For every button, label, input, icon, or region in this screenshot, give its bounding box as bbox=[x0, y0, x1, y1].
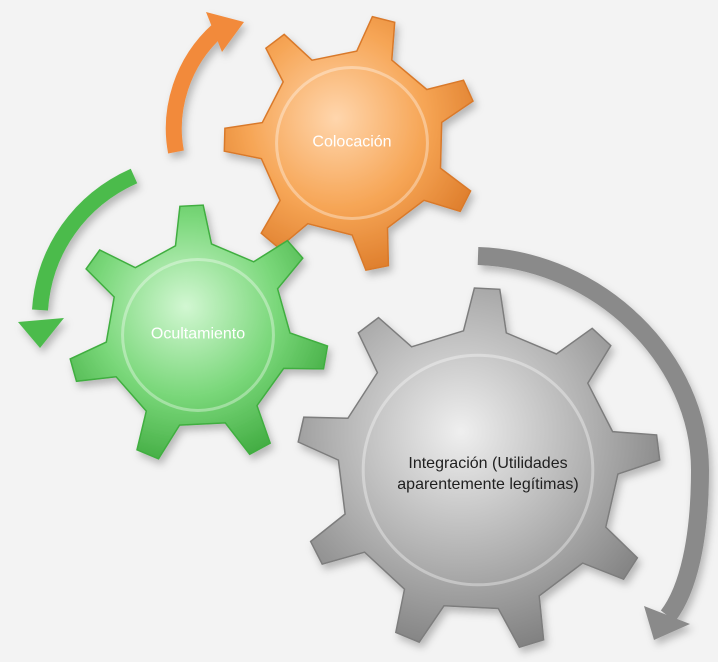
gear-orange-body bbox=[223, 15, 474, 272]
gear-gray-body bbox=[297, 287, 661, 649]
gear-ocultamiento bbox=[69, 204, 329, 460]
gear-label-ocultamiento: Ocultamiento bbox=[150, 325, 246, 343]
gear-label-integracion: Integración (Utilidades aparentemente le… bbox=[397, 455, 579, 493]
green-arrow bbox=[18, 168, 138, 348]
gear-gray-rim bbox=[361, 353, 595, 587]
gear-integracion bbox=[297, 287, 661, 649]
gear-green-body bbox=[69, 204, 329, 460]
gear-label-colocacion: Colocación bbox=[312, 133, 392, 151]
gear-orange-rim bbox=[275, 66, 429, 220]
gray-arrow bbox=[477, 247, 710, 640]
gear-colocacion bbox=[223, 15, 474, 272]
orange-arrow bbox=[165, 12, 244, 154]
gear-green-rim bbox=[121, 258, 275, 412]
